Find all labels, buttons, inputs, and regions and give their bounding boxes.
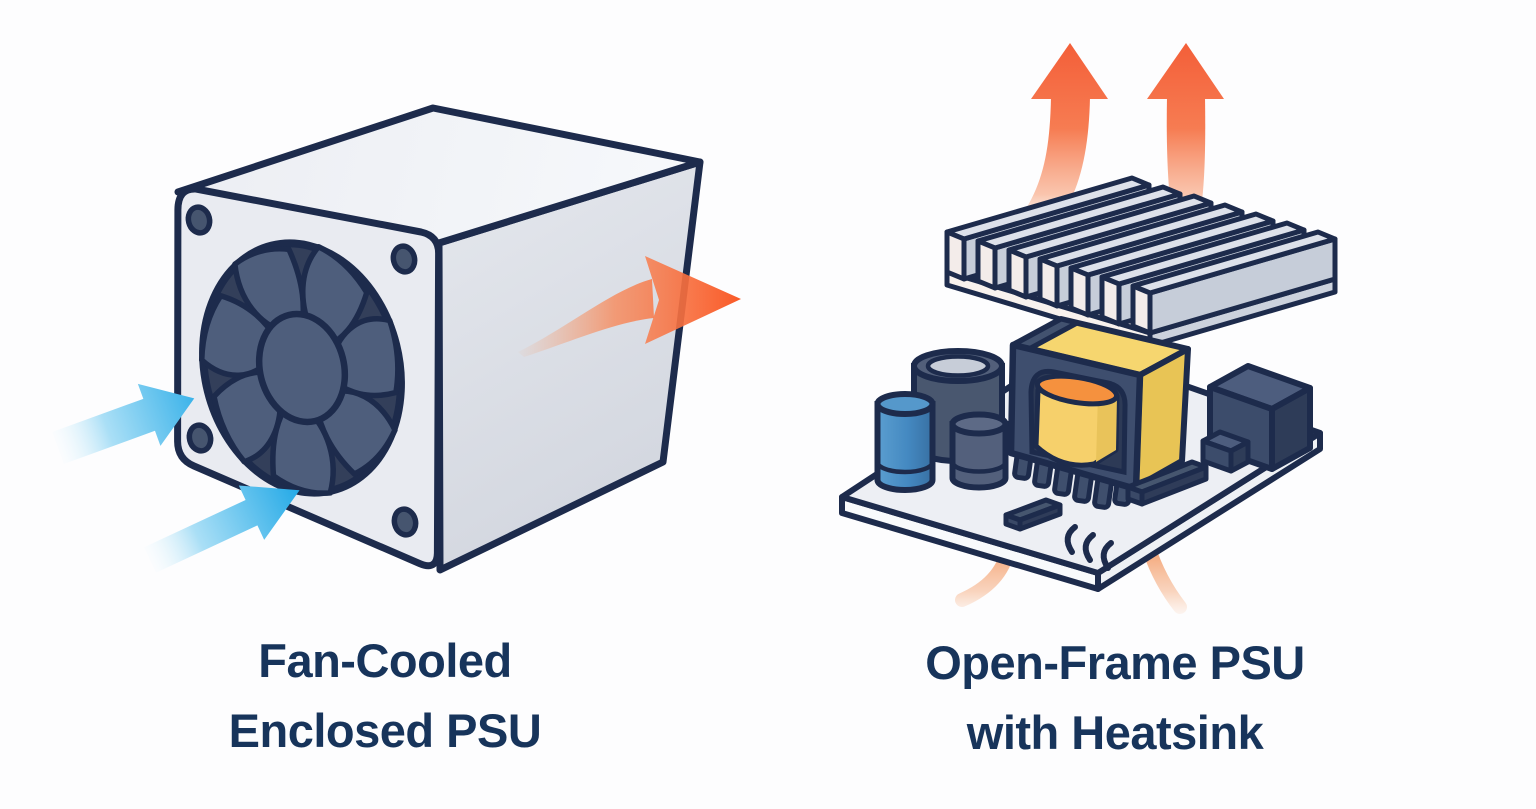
caption-open-frame-psu: Open-Frame PSU with Heatsink: [855, 628, 1375, 768]
caption-line: Open-Frame PSU: [925, 636, 1305, 689]
wire-loop: [1100, 540, 1114, 571]
connector-bar: [1125, 459, 1209, 507]
capacitor-top-vent: [925, 354, 991, 378]
intake-arrow-lower: [144, 485, 300, 573]
caption-enclosed-psu: Fan-Cooled Enclosed PSU: [130, 626, 640, 766]
caption-line: Fan-Cooled: [258, 634, 512, 687]
caption-line: Enclosed PSU: [228, 704, 542, 757]
wire-loop: [1082, 532, 1096, 563]
wire-loops: [1064, 524, 1114, 571]
capacitor-blue: [874, 391, 936, 493]
exhaust-arrow: [518, 256, 741, 357]
enclosed-psu-illustration: [52, 104, 741, 574]
heatsink: [944, 178, 1338, 349]
transformer-bobbin: [1033, 373, 1120, 468]
heat-rise-arrow: [1024, 97, 1090, 218]
caption-line: with Heatsink: [966, 706, 1264, 759]
small-cube-component: [1200, 429, 1251, 474]
ic-chip: [1003, 497, 1063, 532]
heat-rise-arrow: [1147, 43, 1224, 99]
case-screw: [186, 422, 214, 454]
case-screw: [390, 243, 418, 275]
open-frame-psu-illustration: [839, 43, 1338, 614]
intake-arrow-upper: [52, 383, 195, 464]
fan-hub: [248, 305, 356, 431]
cooling-fan: [175, 221, 433, 522]
case-screws: [185, 204, 419, 538]
capacitor-medium: [949, 411, 1009, 491]
transformer: [1007, 316, 1191, 510]
case-screw: [391, 506, 419, 538]
bobbin-top: [1034, 373, 1120, 407]
heat-rise-arrow: [1031, 43, 1108, 99]
case-screw: [185, 204, 213, 236]
wire-loop: [1064, 524, 1078, 555]
